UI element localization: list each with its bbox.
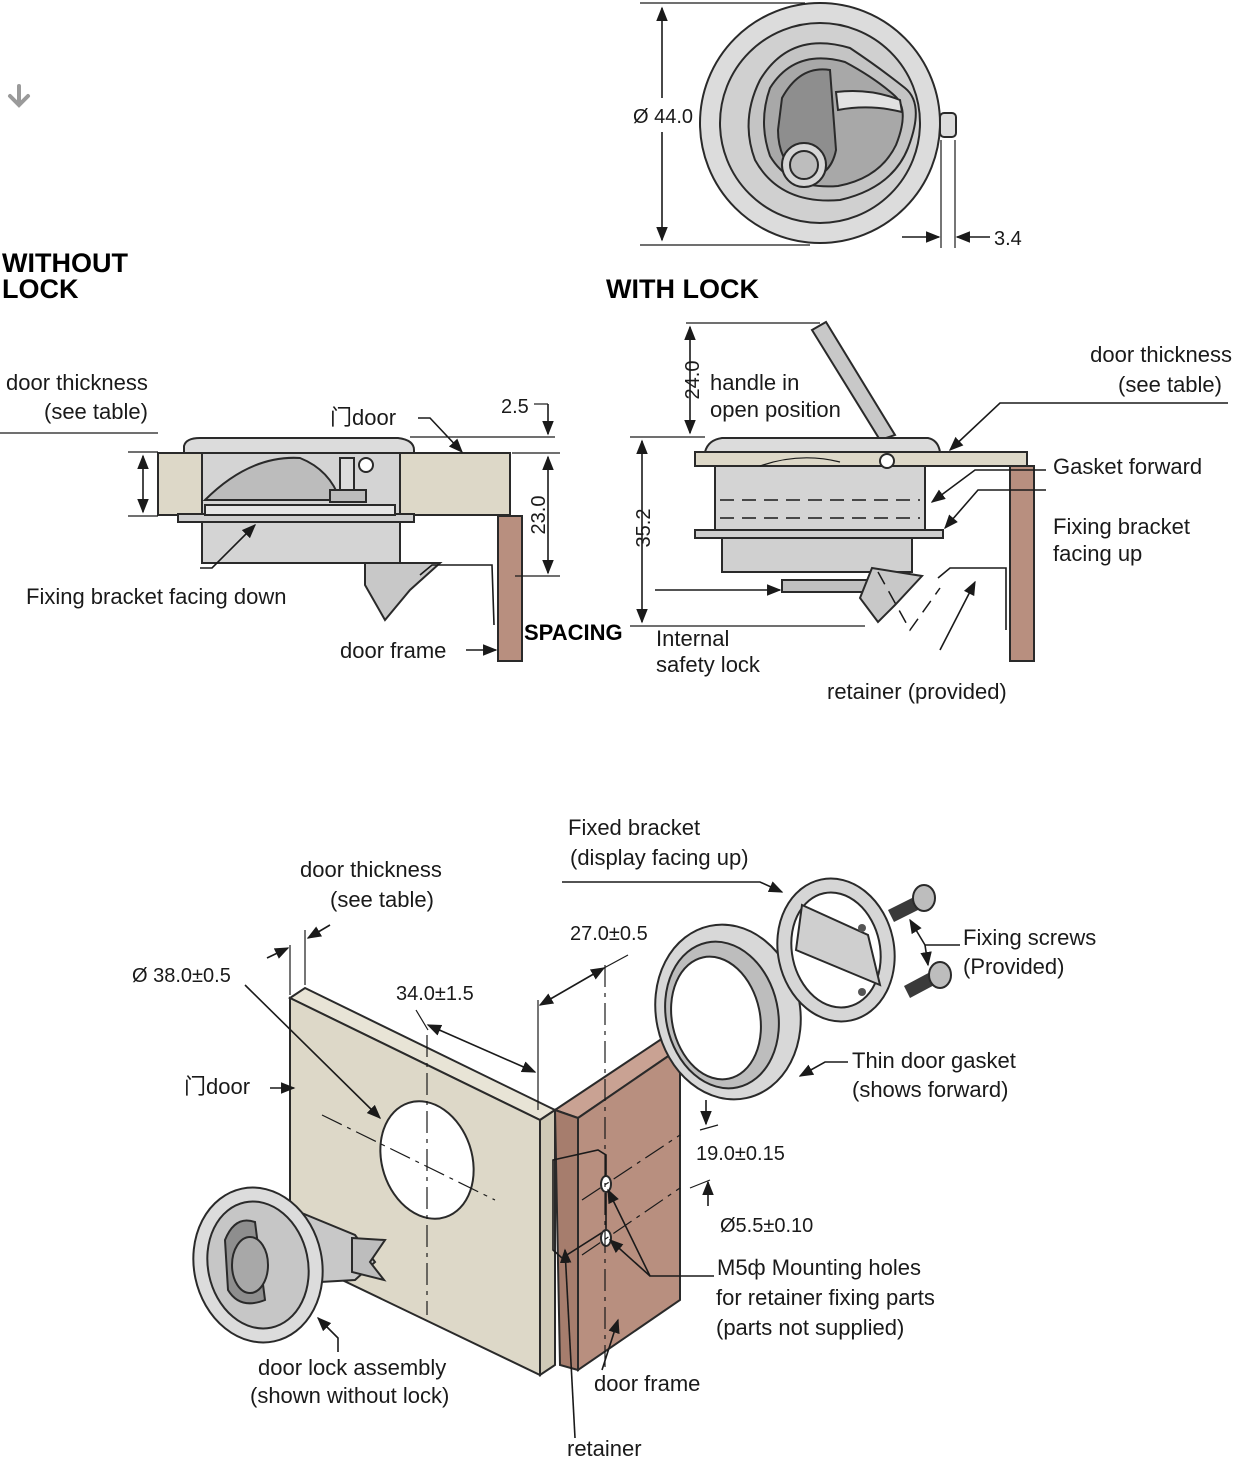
exploded-dimensions — [244, 881, 960, 1439]
wo-bracket-label: Fixing bracket facing down — [26, 584, 286, 609]
ex-dim-19: 19.0±0.15 — [696, 1143, 785, 1165]
ex-mounting-1: M5ф Mounting holes — [717, 1255, 921, 1280]
top-view-dimensions — [640, 2, 990, 248]
ex-gasket-2: (shows forward) — [852, 1077, 1008, 1102]
wl-door-thickness-2: (see table) — [1118, 372, 1222, 397]
wl-gasket-label: Gasket forward — [1053, 454, 1202, 479]
ex-fixing-screws-1: Fixing screws — [963, 925, 1096, 950]
ex-gasket-1: Thin door gasket — [852, 1048, 1016, 1073]
exploded-gasket — [654, 923, 802, 1101]
ex-door-thickness-1: door thickness — [300, 857, 442, 882]
wl-handle-1: handle in — [710, 370, 799, 395]
fixing-screws-icon — [888, 884, 952, 998]
ex-dim-5-5: Ø5.5±0.10 — [720, 1215, 813, 1237]
offset-3-4-label: 3.4 — [994, 228, 1022, 250]
with-lock-section — [694, 320, 1035, 662]
with-lock-dimensions — [630, 322, 1228, 651]
ex-assembly-1: door lock assembly — [258, 1355, 446, 1380]
without-lock-dimensions — [0, 403, 560, 656]
without-lock-heading-1: WITHOUT — [2, 248, 128, 278]
wl-door-thickness-1: door thickness — [1090, 342, 1232, 367]
wl-safety-1: Internal — [656, 626, 729, 651]
without-lock-heading-2: LOCK — [2, 274, 79, 304]
wl-safety-2: safety lock — [656, 652, 761, 677]
wo-door-thickness-2: (see table) — [44, 399, 148, 424]
exploded-lock-assembly — [192, 1186, 387, 1344]
wl-dim-24: 24.0 — [682, 361, 704, 400]
ex-assembly-2: (shown without lock) — [250, 1383, 449, 1408]
ex-fixing-screws-2: (Provided) — [963, 954, 1064, 979]
wl-bracket-2: facing up — [1053, 541, 1142, 566]
wl-dim-35-2: 35.2 — [633, 509, 655, 548]
ex-dim-27: 27.0±0.5 — [570, 923, 648, 945]
ex-door-label: 门door — [184, 1074, 250, 1099]
without-lock-section — [157, 437, 523, 662]
wo-dim-23: 23.0 — [528, 496, 550, 535]
ex-fixed-bracket-1: Fixed bracket — [568, 815, 700, 840]
ex-mounting-2: for retainer fixing parts — [716, 1285, 935, 1310]
wo-door-frame-label: door frame — [340, 638, 446, 663]
exploded-fixed-bracket — [776, 877, 896, 1023]
wo-door-thickness-1: door thickness — [6, 370, 148, 395]
wo-door-label: 门door — [330, 405, 396, 430]
top-view-latch — [699, 2, 957, 244]
down-arrow-icon[interactable] — [8, 84, 30, 108]
ex-door-thickness-2: (see table) — [330, 887, 434, 912]
wl-bracket-1: Fixing bracket — [1053, 514, 1190, 539]
wl-handle-2: open position — [710, 397, 841, 422]
ex-mounting-3: (parts not supplied) — [716, 1315, 904, 1340]
ex-hole-diameter: Ø 38.0±0.5 — [132, 965, 231, 987]
with-lock-heading: WITH LOCK — [606, 274, 759, 304]
exploded-door-panel — [287, 986, 558, 1377]
spacing-label: SPACING — [524, 620, 623, 645]
wo-dim-2-5: 2.5 — [501, 396, 529, 418]
wl-retainer-label: retainer (provided) — [827, 679, 1007, 704]
ex-dim-34: 34.0±1.5 — [396, 983, 474, 1005]
ex-fixed-bracket-2: (display facing up) — [570, 845, 749, 870]
diameter-44-label: Ø 44.0 — [633, 106, 693, 128]
ex-door-frame-label: door frame — [594, 1371, 700, 1396]
ex-retainer-label: retainer — [567, 1436, 642, 1459]
